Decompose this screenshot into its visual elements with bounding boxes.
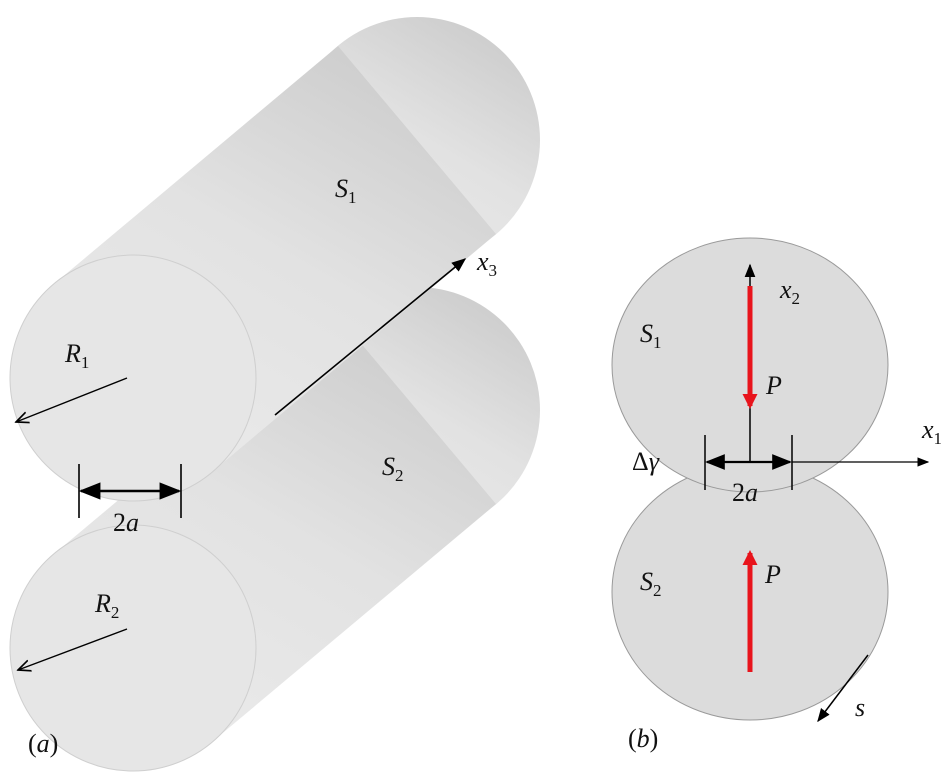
caption-b: (b) <box>628 724 658 753</box>
label-2a-a: 2a <box>113 508 139 537</box>
label-s2-a: S2 <box>382 452 404 485</box>
label-delta-gamma: Δγ <box>632 447 660 476</box>
label-r1: R1 <box>64 339 89 372</box>
x3-axis-arrow <box>274 258 467 416</box>
label-x1: x1 <box>921 415 942 448</box>
cylinder-s1 <box>9 17 540 502</box>
caption-a: (a) <box>28 729 58 758</box>
label-s: s <box>855 693 865 722</box>
label-p-bottom: P <box>764 560 781 589</box>
cylinder-s1-face <box>9 254 257 502</box>
label-s1-a: S1 <box>335 174 357 207</box>
label-x3: x3 <box>476 247 497 280</box>
contact-width-dimension-b <box>704 435 793 490</box>
s-direction-arrow <box>817 654 869 723</box>
label-x2: x2 <box>779 275 800 308</box>
cylinder-s2-face <box>9 524 257 772</box>
label-2a-b: 2a <box>732 478 758 507</box>
label-p-top: P <box>765 371 782 400</box>
label-r2: R2 <box>94 589 119 622</box>
label-s2-b: S2 <box>640 567 662 600</box>
r1-radius-arrow <box>16 377 128 422</box>
contact-width-dimension-a <box>78 464 182 518</box>
label-s1-b: S1 <box>640 319 662 352</box>
r2-radius-arrow <box>18 628 128 670</box>
